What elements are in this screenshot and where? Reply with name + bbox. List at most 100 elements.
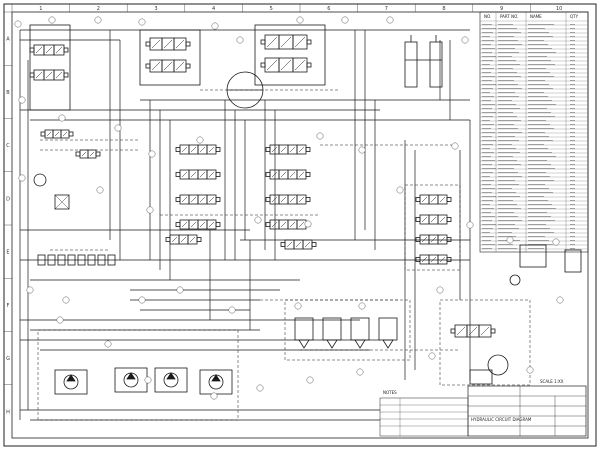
valve-actuator <box>175 147 181 152</box>
filter-element <box>54 194 70 210</box>
control-valve <box>175 194 221 205</box>
valve-arrow <box>280 171 287 178</box>
brake-valve <box>378 317 398 341</box>
valve-arrow <box>421 196 428 203</box>
valve-arrow <box>175 39 185 49</box>
valve-actuator <box>75 151 81 157</box>
part-callout <box>176 286 184 294</box>
pressure-switch <box>87 254 96 266</box>
valve-actuator <box>280 242 286 247</box>
valve-arrow <box>421 216 428 223</box>
part-callout <box>428 352 436 360</box>
valve-arrow <box>298 221 305 228</box>
pump-motor <box>114 367 148 393</box>
tank-reservoir <box>519 244 547 268</box>
valve-actuator <box>165 237 171 242</box>
part-callout <box>14 20 22 28</box>
valve-arrow <box>45 71 53 79</box>
valve-arrow <box>280 36 292 48</box>
control-valve <box>415 254 452 265</box>
part-callout <box>58 114 66 122</box>
valve-arrow <box>181 196 188 203</box>
part-callout <box>506 236 514 244</box>
valve-actuator <box>265 172 271 177</box>
accumulator <box>564 249 582 273</box>
part-callout <box>466 221 474 229</box>
part-callout <box>26 286 34 294</box>
valve-arrow <box>430 236 437 243</box>
pump-motor <box>199 369 233 395</box>
valve-arrow <box>151 39 161 49</box>
control-valve <box>75 149 101 159</box>
zone-letter: B <box>6 90 10 96</box>
control-valve <box>175 144 221 155</box>
pressure-switch <box>57 254 66 266</box>
part-callout <box>294 302 302 310</box>
part-callout <box>254 216 262 224</box>
valve-arrow <box>180 236 187 243</box>
zone-letter: F <box>7 303 10 309</box>
valve-arrow <box>62 131 68 137</box>
valve-arrow <box>199 196 206 203</box>
valve-actuator <box>265 147 271 152</box>
part-callout <box>18 174 26 182</box>
valve-arrow <box>54 131 60 137</box>
valve-arrow <box>271 171 278 178</box>
valve-actuator <box>215 147 221 152</box>
part-callout <box>526 366 534 374</box>
valve-arrow <box>289 221 296 228</box>
valve-arrow <box>298 146 305 153</box>
part-callout <box>114 124 122 132</box>
valve-actuator <box>215 197 221 202</box>
bom-header-name: NAME <box>530 14 542 19</box>
valve-actuator <box>265 197 271 202</box>
control-valve <box>165 234 202 245</box>
valve-arrow <box>304 241 311 248</box>
valve-arrow <box>421 256 428 263</box>
valve-actuator <box>306 62 312 68</box>
valve-actuator <box>215 172 221 177</box>
pressure-gauge <box>33 173 47 187</box>
valve-arrow <box>175 61 185 71</box>
valve-arrow <box>208 221 215 228</box>
valve-arrow <box>430 216 437 223</box>
pressure-switch <box>77 254 86 266</box>
valve-arrow <box>163 39 173 49</box>
control-valve <box>29 69 69 81</box>
pump-arrow <box>166 372 176 380</box>
valve-arrow <box>199 171 206 178</box>
zone-number: 10 <box>556 6 562 12</box>
valve-arrow <box>280 196 287 203</box>
zone-number: 8 <box>442 6 445 12</box>
control-valve <box>260 57 312 73</box>
control-valve <box>265 194 311 205</box>
part-callout <box>236 36 244 44</box>
hydraulic-cylinder <box>404 41 418 88</box>
valve-arrow <box>430 196 437 203</box>
valve-arrow <box>294 36 306 48</box>
valve-actuator <box>175 197 181 202</box>
valve-arrow <box>280 59 292 71</box>
valve-arrow <box>439 216 446 223</box>
control-valve <box>175 169 221 180</box>
zone-number: 2 <box>97 6 100 12</box>
pressure-switch <box>67 254 76 266</box>
valve-arrow <box>298 196 305 203</box>
valve-actuator <box>29 72 35 78</box>
valve-actuator <box>95 151 101 157</box>
zone-letter: G <box>6 356 10 362</box>
zone-number: 7 <box>385 6 388 12</box>
valve-actuator <box>446 257 452 262</box>
pump-arrow <box>211 374 221 382</box>
bom-header-part: PART NO. <box>500 14 519 19</box>
zone-number: 9 <box>500 6 503 12</box>
schematic-lines <box>19 29 471 421</box>
valve-actuator <box>68 131 74 137</box>
part-callout <box>296 16 304 24</box>
valve-arrow <box>181 221 188 228</box>
part-callout <box>138 18 146 26</box>
valve-arrow <box>190 221 197 228</box>
control-valve <box>29 44 69 56</box>
